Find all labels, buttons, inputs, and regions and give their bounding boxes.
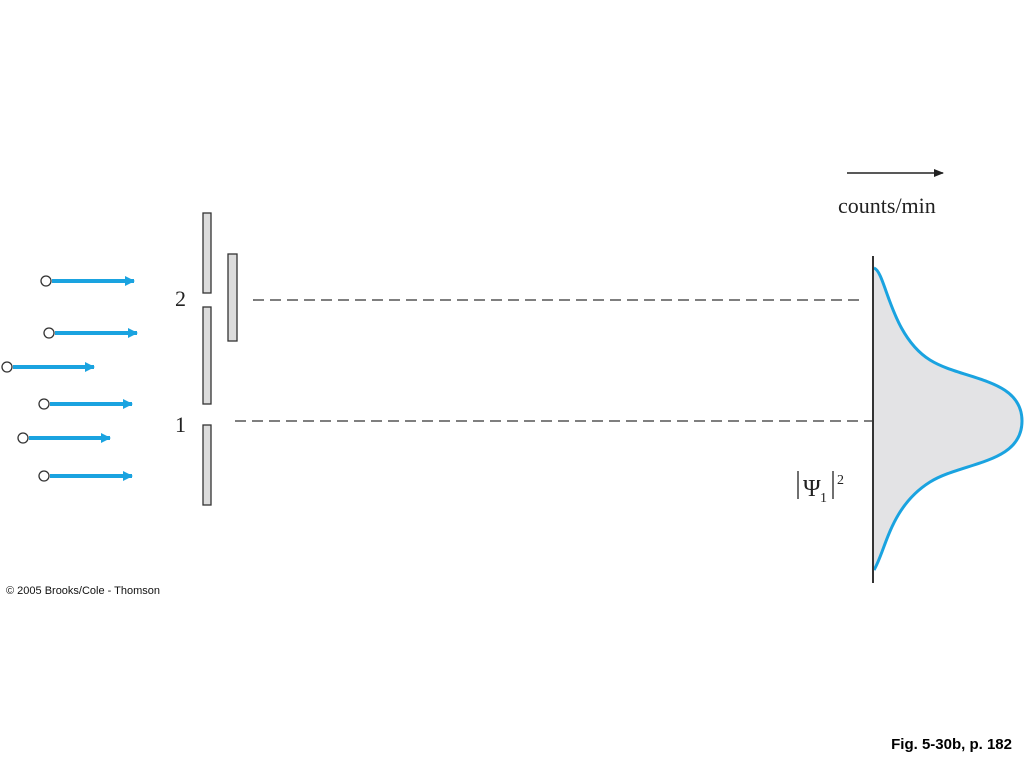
copyright-notice: © 2005 Brooks/Cole - Thomson (6, 585, 161, 597)
psi-symbol: Ψ (803, 476, 821, 502)
particle-arrow (1, 361, 95, 373)
psi-squared-label: Ψ 1 2 (797, 471, 844, 506)
particle-arrow (40, 275, 135, 287)
psi-exponent: 2 (837, 473, 844, 488)
particle-arrow (43, 327, 138, 339)
slit-2-label: 2 (175, 286, 186, 311)
barrier-bottom-segment (202, 424, 212, 506)
slit-1-label: 1 (175, 412, 186, 437)
slit-2-shutter (227, 253, 238, 342)
particle-arrow (38, 398, 133, 410)
particle-arrow (38, 470, 133, 482)
barrier-top-segment (202, 212, 212, 294)
particle-arrow (17, 432, 111, 444)
barrier-middle-segment (202, 306, 212, 405)
figure-caption: Fig. 5-30b, p. 182 (891, 736, 1012, 753)
counts-axis-label: counts/min (838, 193, 936, 218)
probability-distribution-curve (872, 266, 1024, 571)
incoming-particles (1, 275, 138, 482)
psi-subscript: 1 (820, 491, 827, 506)
slit-barrier (202, 212, 238, 506)
probability-distribution-fill (874, 268, 1022, 570)
